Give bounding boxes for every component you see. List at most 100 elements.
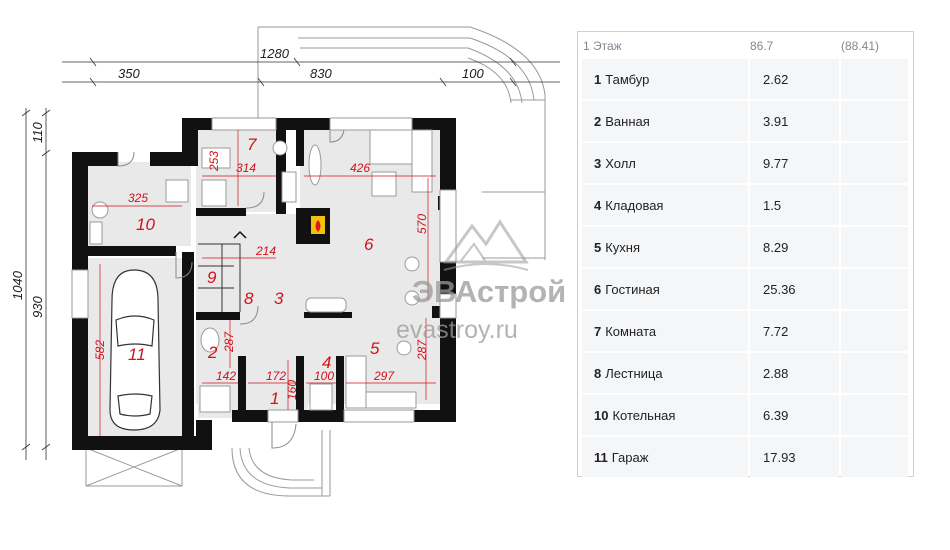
room-dim: 297 <box>373 369 395 383</box>
room-dimension-lines <box>92 130 436 436</box>
room-name: Гостиная <box>605 281 660 297</box>
room-num: 4 <box>594 197 602 213</box>
room-num: 6 <box>594 281 602 297</box>
room-num: 8 <box>594 365 602 381</box>
empty-cell <box>841 59 908 99</box>
room-num: 1 <box>594 71 602 87</box>
room-dim: 160 <box>285 380 299 400</box>
room-num: 2 <box>594 113 602 129</box>
entrance-steps <box>231 430 331 497</box>
room-dim: 142 <box>216 369 236 383</box>
header-total: (88.41) <box>841 38 880 53</box>
empty-cell <box>841 185 908 225</box>
room-area: 8.29 <box>750 227 839 267</box>
room-number: 3 <box>274 289 284 308</box>
room-number: 4 <box>322 353 331 372</box>
room-dim: 253 <box>207 151 221 172</box>
empty-cell <box>841 437 908 477</box>
dim-total-width: 1280 <box>260 46 290 61</box>
watermark-brand: ЭВАстрой <box>412 274 566 309</box>
room-number: 7 <box>247 135 257 154</box>
furniture <box>89 129 433 413</box>
room-num: 7 <box>594 323 602 339</box>
room-area: 6.39 <box>750 395 839 435</box>
room-num: 10 <box>594 407 609 423</box>
room-name: Кладовая <box>605 197 664 213</box>
room-number: 11 <box>128 345 146 364</box>
table-header: 1 Этаж 86.7 (88.41) <box>578 32 913 59</box>
room-name: Кухня <box>605 239 641 255</box>
room-number: 5 <box>370 339 380 358</box>
empty-cell <box>841 101 908 141</box>
empty-cell <box>841 269 908 309</box>
room-area: 3.91 <box>750 101 839 141</box>
room-dim: 214 <box>255 244 276 258</box>
car-icon <box>109 269 161 431</box>
room-area: 25.36 <box>750 269 839 309</box>
room-name: Лестница <box>605 365 663 381</box>
doors <box>117 129 345 449</box>
room-area: 7.72 <box>750 311 839 351</box>
dim-height-main: 930 <box>30 296 45 318</box>
windows <box>71 117 457 423</box>
empty-cell <box>841 353 908 393</box>
dim-seg-right: 100 <box>462 66 484 81</box>
dim-seg-mid: 830 <box>310 66 332 81</box>
room-name: Котельная <box>612 407 676 423</box>
room-name: Тамбур <box>605 71 650 87</box>
room-num: 3 <box>594 155 602 171</box>
room-area: 17.93 <box>750 437 839 477</box>
fireplace-icon <box>306 212 330 240</box>
dimension-lines <box>21 57 560 460</box>
room-area: 2.88 <box>750 353 839 393</box>
header-area: 86.7 <box>750 38 774 53</box>
floor-plan: 1280 350 830 100 1040 110 930 253 314 42… <box>10 26 566 497</box>
room-dim: 570 <box>415 214 429 234</box>
room-number: 6 <box>364 235 374 254</box>
room-dim: 287 <box>415 339 429 361</box>
room-name: Комната <box>605 323 657 339</box>
room-area: 9.77 <box>750 143 839 183</box>
room-name: Гараж <box>611 449 649 465</box>
room-dim: 426 <box>350 161 370 175</box>
watermark-site: evastroy.ru <box>396 316 518 344</box>
room-num: 11 <box>594 449 608 465</box>
room-dim: 314 <box>236 161 256 175</box>
room-dim: 287 <box>222 331 236 353</box>
room-dim: 582 <box>93 340 107 360</box>
dim-seg-left: 350 <box>118 66 140 81</box>
room-area: 2.62 <box>750 59 839 99</box>
room-number: 2 <box>207 343 218 362</box>
room-number: 9 <box>207 268 217 287</box>
room-number: 1 <box>270 389 279 408</box>
room-name: Ванная <box>605 113 650 129</box>
room-dim: 100 <box>314 369 334 383</box>
empty-cell <box>841 227 908 267</box>
header-floor: 1 Этаж <box>583 38 622 53</box>
watermark-logo-icon <box>443 219 529 271</box>
empty-cell <box>841 311 908 351</box>
room-name: Холл <box>605 155 636 171</box>
room-number: 10 <box>136 215 155 234</box>
empty-cell <box>841 395 908 435</box>
room-area: 1.5 <box>750 185 839 225</box>
terrace-outline <box>257 26 546 260</box>
dim-total-height: 1040 <box>10 270 25 300</box>
room-dim: 325 <box>128 191 148 205</box>
room-dim: 172 <box>266 369 286 383</box>
empty-cell <box>841 143 908 183</box>
walls <box>72 118 456 450</box>
dim-height-top: 110 <box>30 122 45 143</box>
stairs <box>198 230 247 312</box>
room-num: 5 <box>594 239 602 255</box>
